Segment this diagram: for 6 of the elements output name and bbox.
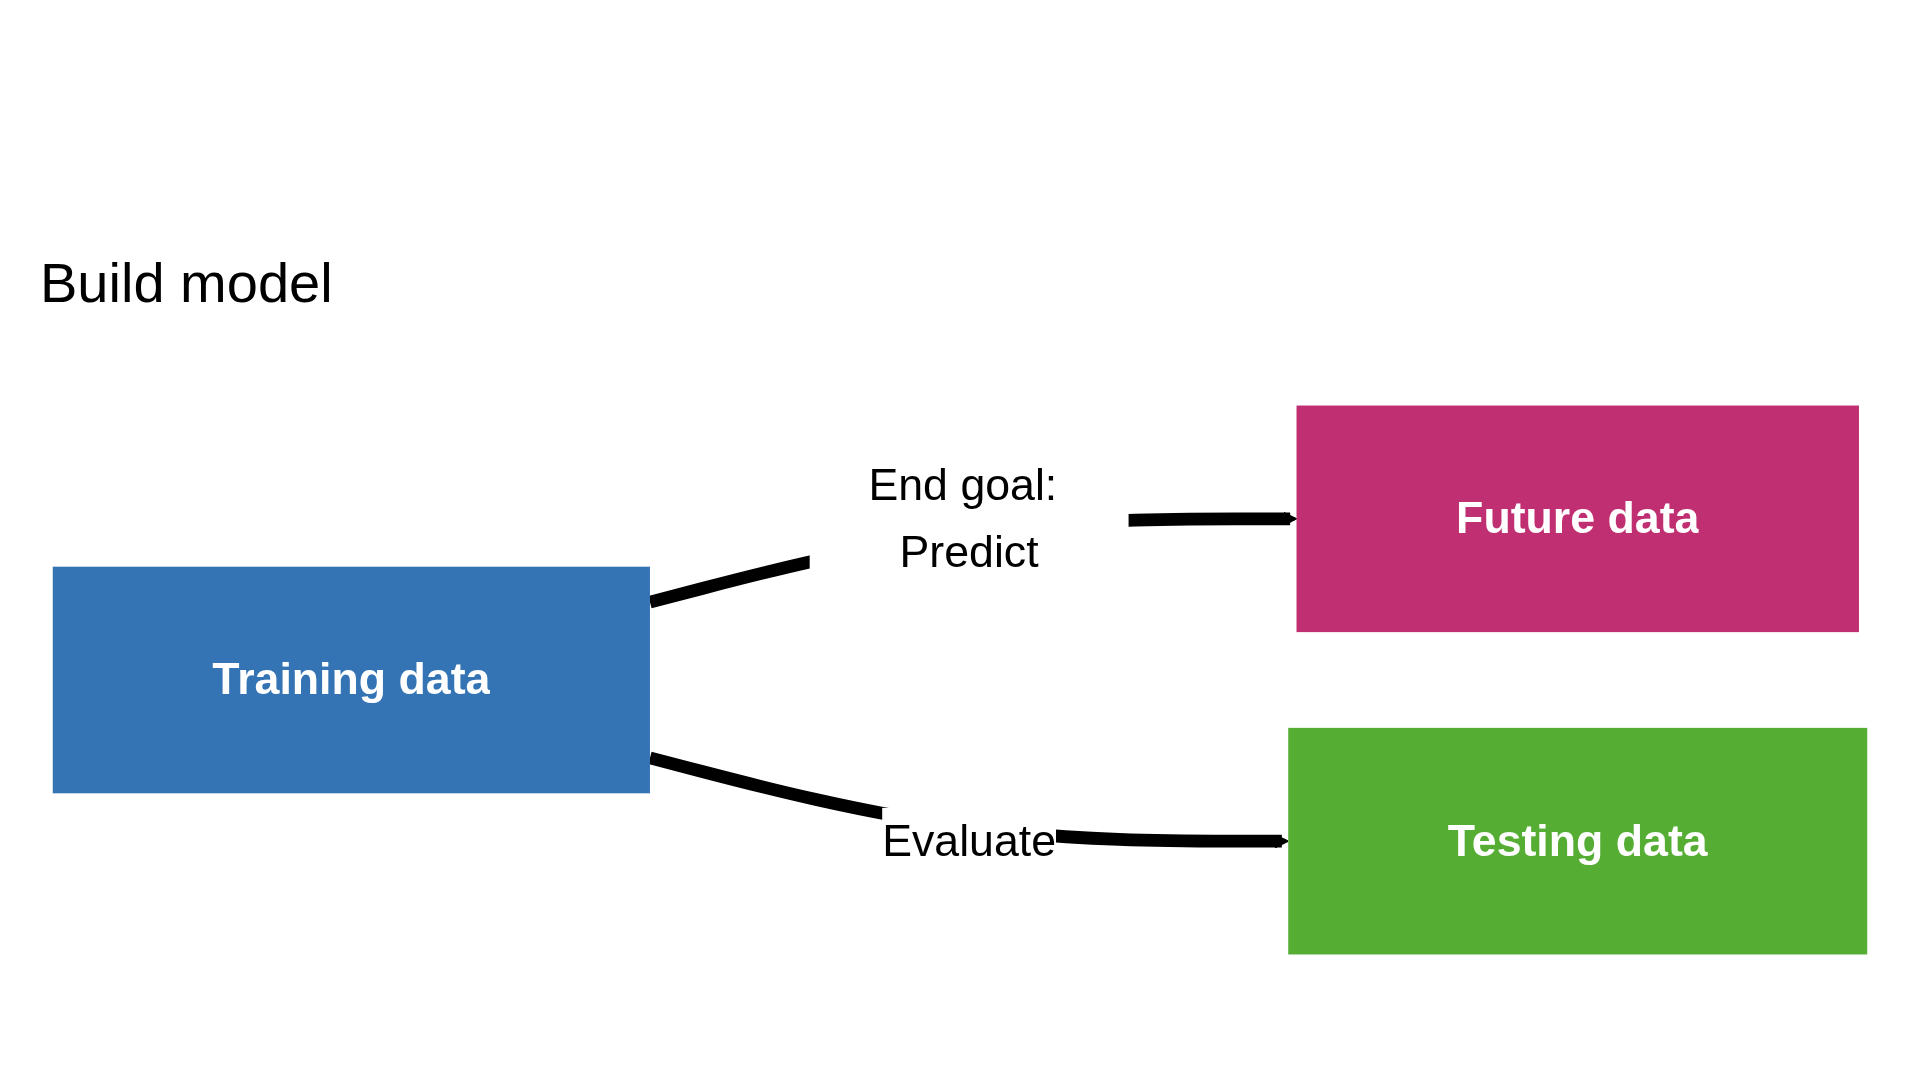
edge-label: End goal: Predict xyxy=(868,459,1058,577)
note-text: Build model xyxy=(40,250,333,315)
node-box: Testing data xyxy=(1288,727,1868,955)
node-box: Training data xyxy=(52,566,650,794)
edge-label: Evaluate xyxy=(882,815,1057,866)
node-box: Future data xyxy=(1296,405,1859,633)
